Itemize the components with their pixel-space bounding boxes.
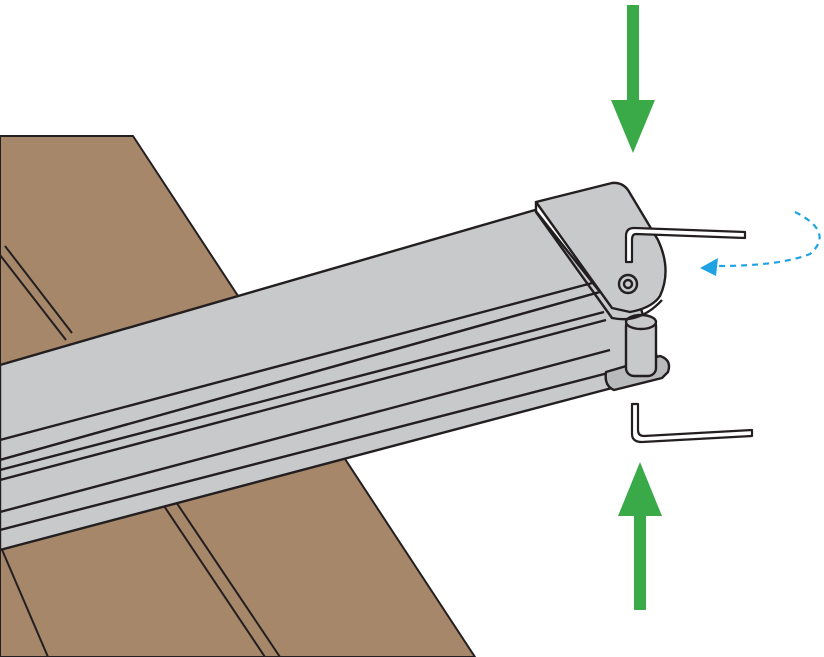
arm-ridge [0,370,613,532]
plank-groove [171,495,281,657]
plank-groove [0,254,67,341]
up-arrow-icon [618,462,662,610]
hex-screw-socket [622,278,634,290]
press-arrow-up [618,462,662,610]
pivot-cylinder-top [624,313,658,331]
press-arrow-down [611,5,655,153]
arm-ridge [0,318,607,482]
plank-groove [4,245,73,334]
down-arrow-icon [611,5,655,153]
arm-ridge [0,280,597,442]
arm-ridge [0,310,605,472]
allen-key-icon [630,402,754,444]
allen-key-icon [624,226,747,264]
end-cap-plate-edge [534,202,663,321]
plank-groove [0,544,49,657]
arm-profile [0,208,664,552]
curved-dashed-arrow-icon [715,211,821,268]
allen-key-top [624,226,747,264]
end-cap [534,181,671,392]
allen-key-bottom [630,402,754,444]
hex-screw [617,273,639,295]
plank-groove [159,499,266,657]
arrowhead [700,258,718,276]
arm-ridge [0,348,611,514]
rotation-arrow [700,211,821,276]
